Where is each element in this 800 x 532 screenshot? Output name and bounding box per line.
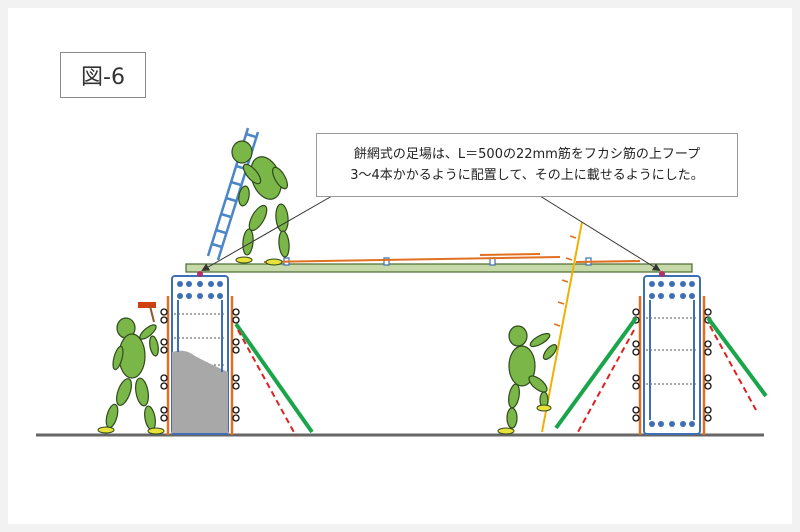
figure-label: 図-6 <box>60 52 146 98</box>
left-column <box>160 275 314 437</box>
callout-line-1: 餅網式の足場は、L＝500の22mm筋をフカシ筋の上フープ <box>353 147 701 162</box>
callout-line-2: 3～4本かかるように配置して、その上に載せるようにした。 <box>350 168 704 183</box>
callout-pointer-left <box>201 195 333 271</box>
right-brace-green-right <box>706 316 768 398</box>
callout-box: 餅網式の足場は、L＝500の22mm筋をフカシ筋の上フープ 3～4本かかるように… <box>316 133 738 197</box>
worker-climbing <box>506 325 558 429</box>
scaffold-plank <box>185 263 693 273</box>
right-brace-red-left <box>577 329 635 433</box>
right-support-point <box>659 271 665 277</box>
ladder-yellow-ticks <box>553 235 577 327</box>
worker-on-scaffold <box>231 140 290 258</box>
right-brace-red-right <box>709 325 757 411</box>
left-brace-red <box>237 329 297 437</box>
plank-rebar <box>263 256 561 263</box>
worker-with-hammer <box>105 317 159 431</box>
left-brace-green <box>234 322 314 434</box>
ladder-yellow <box>541 221 583 433</box>
figure-label-text: 図-6 <box>81 65 125 90</box>
right-brace-green-left <box>554 316 638 430</box>
left-support-point <box>197 271 203 277</box>
concrete-fill <box>172 350 228 433</box>
right-column <box>554 275 768 435</box>
callout-pointer-right <box>539 195 661 272</box>
hammer-icon <box>138 302 156 323</box>
